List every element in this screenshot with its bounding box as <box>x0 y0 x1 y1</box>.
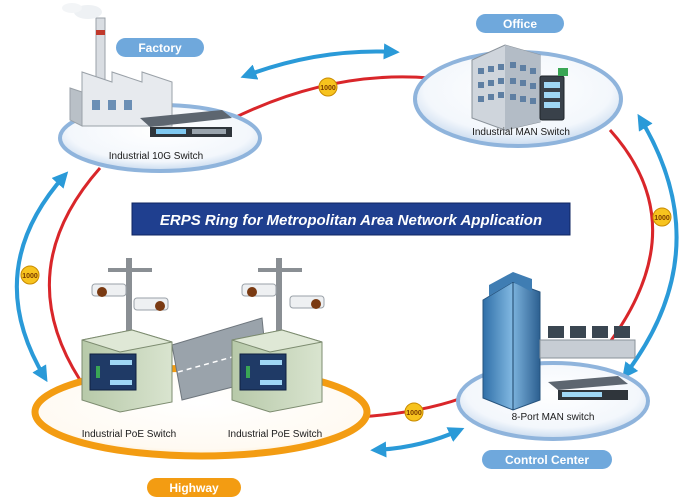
diagram-title-bar: ERPS Ring for Metropolitan Area Network … <box>131 202 571 236</box>
site-control-center: 8-Port MAN switch Control Center <box>456 272 650 469</box>
office-building-icon <box>471 44 541 131</box>
arrow-control-highway <box>370 427 465 458</box>
badge-label: 1000 <box>22 273 38 280</box>
office-label: Office <box>503 17 537 31</box>
highway-device-right-label: Industrial PoE Switch <box>228 429 323 440</box>
badge-label: 1000 <box>320 85 336 92</box>
factory-label: Factory <box>138 41 182 55</box>
poe-cabinet-left-icon <box>81 329 173 413</box>
diagram-title: ERPS Ring for Metropolitan Area Network … <box>160 212 542 229</box>
site-highway: Industrial PoE Switch Industrial PoE Swi… <box>31 258 371 497</box>
industrial-man-switch-icon <box>539 68 568 121</box>
redundancy-arrows <box>14 43 679 458</box>
factory-building-icon <box>62 3 173 127</box>
factory-label-pill <box>116 38 204 57</box>
site-office: Industrial MAN Switch Office <box>413 14 623 148</box>
camera-pole-right-icon <box>241 258 325 338</box>
office-label-pill <box>476 14 564 33</box>
site-factory: Industrial 10G Switch Factory <box>58 3 262 173</box>
badge-control-highway: 1000 <box>404 402 424 422</box>
8-port-man-switch-icon <box>548 376 628 400</box>
camera-pole-left-icon <box>91 258 169 338</box>
arrow-factory-office <box>240 43 400 80</box>
control-label: Control Center <box>505 453 589 467</box>
control-device-label: 8-Port MAN switch <box>512 412 595 423</box>
badge-label: 1000 <box>654 215 670 222</box>
ring-link-office-control <box>598 128 655 356</box>
factory-device-label: Industrial 10G Switch <box>109 151 204 162</box>
industrial-10g-switch-icon <box>140 110 232 137</box>
badge-label: 1000 <box>406 410 422 417</box>
highway-label: Highway <box>169 481 219 495</box>
control-label-pill <box>482 450 612 469</box>
office-device-label: Industrial MAN Switch <box>472 127 570 138</box>
arrow-highway-factory <box>14 171 69 383</box>
control-room-desks-icon <box>539 326 636 359</box>
badge-highway-factory: 1000 <box>20 265 40 285</box>
highway-label-pill <box>147 478 241 497</box>
poe-cabinet-right-icon <box>231 329 323 413</box>
badge-factory-office: 1000 <box>318 77 338 97</box>
arrow-office-control <box>622 113 679 379</box>
highway-device-left-label: Industrial PoE Switch <box>82 429 177 440</box>
badge-office-control: 1000 <box>652 207 672 227</box>
control-tower-icon <box>482 272 541 411</box>
